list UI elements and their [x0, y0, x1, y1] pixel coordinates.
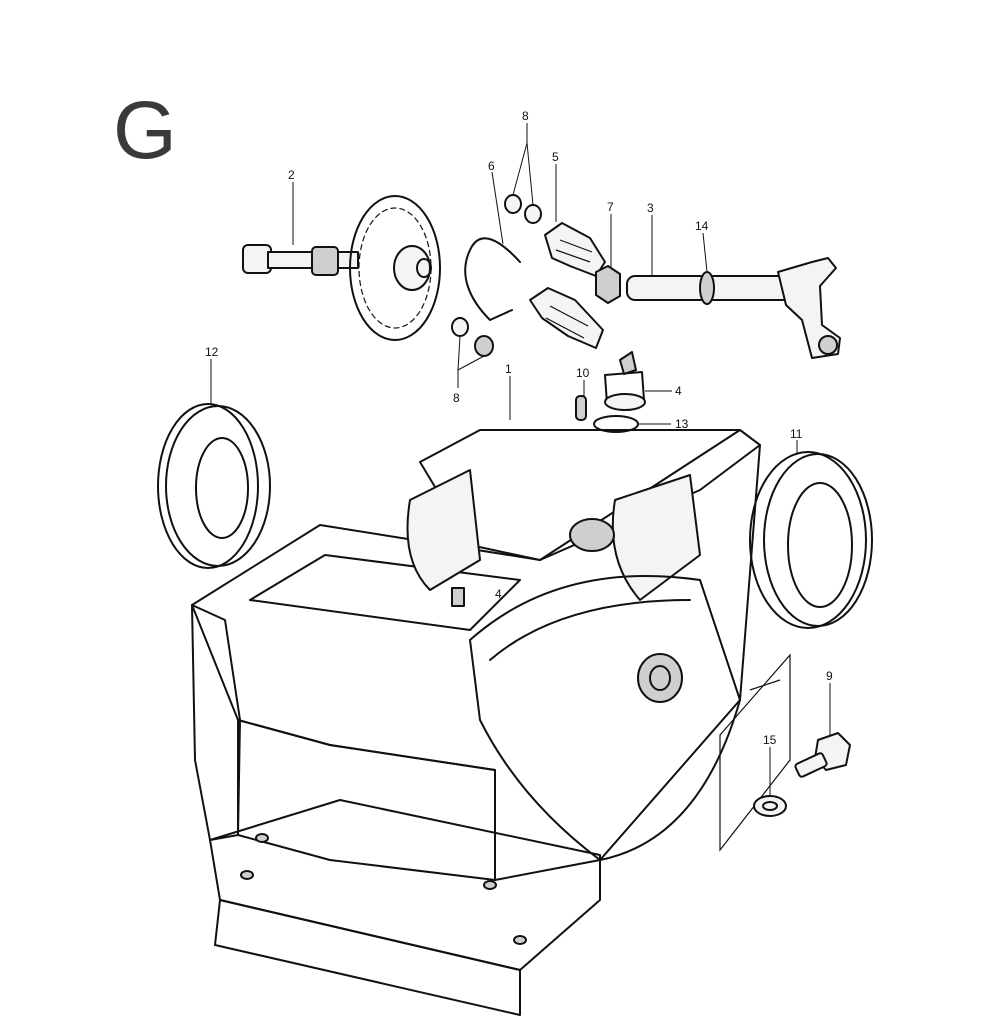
callout-13: 13	[675, 417, 689, 431]
callout-8-lower: 8	[453, 391, 460, 405]
callout-2: 2	[288, 168, 295, 182]
callout-15: 15	[763, 733, 777, 747]
callout-8-upper: 8	[522, 109, 529, 123]
plug-bushing	[604, 351, 646, 411]
callout-3: 3	[647, 201, 654, 215]
oil-seal-right	[749, 451, 873, 629]
sealing-washer	[753, 795, 787, 817]
leader-lines	[210, 123, 831, 795]
callout-6: 6	[488, 159, 495, 173]
callout-5: 5	[552, 150, 559, 164]
callout-12: 12	[205, 345, 219, 359]
camshaft-gear-assembly	[242, 195, 441, 341]
shift-shaft-lever	[626, 257, 841, 359]
shift-fork-upper	[544, 222, 606, 277]
callout-9: 9	[826, 669, 833, 683]
crankcase-body	[191, 429, 761, 1016]
oil-seal-left	[157, 403, 271, 569]
washers-lower	[451, 317, 494, 357]
callout-11: 11	[790, 427, 803, 441]
section-letter: G	[113, 85, 177, 176]
callout-10: 10	[576, 366, 590, 380]
detail-box-drain-bolt	[719, 653, 791, 852]
drain-bolt	[794, 732, 851, 778]
wire-spring	[464, 237, 521, 321]
washers-upper	[504, 194, 542, 224]
callout-14: 14	[695, 219, 709, 233]
dowel-pin	[575, 395, 587, 421]
callout-4-inner: 4	[495, 587, 502, 601]
callout-4: 4	[675, 384, 682, 398]
callout-7: 7	[607, 200, 614, 214]
nut	[595, 265, 621, 304]
callout-1: 1	[505, 362, 512, 376]
shift-fork-lower	[529, 287, 604, 349]
